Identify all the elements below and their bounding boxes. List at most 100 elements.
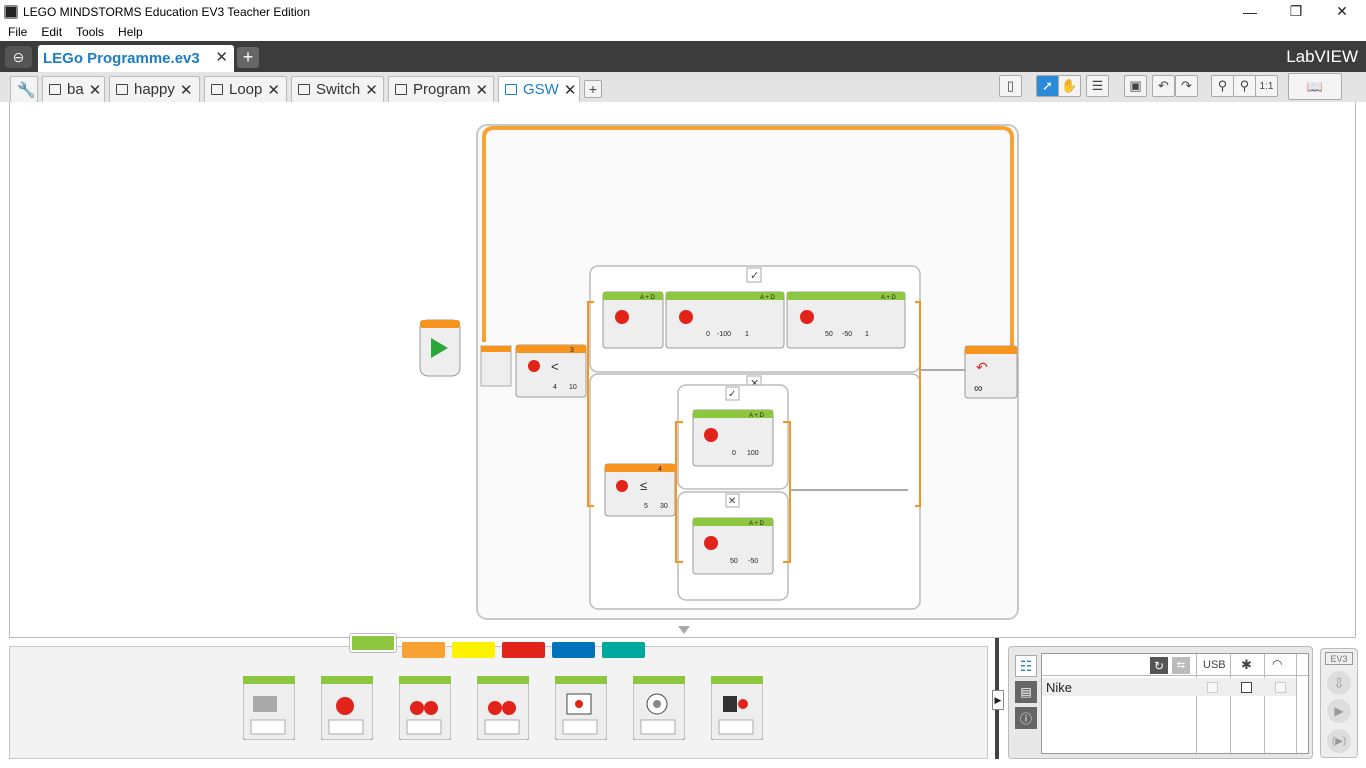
close-tab-icon[interactable]: ✕ (88, 81, 102, 99)
lobby-book-button[interactable]: 📖 (1288, 73, 1342, 100)
wrench-icon: 🔧 (17, 81, 36, 99)
tab-program[interactable]: Program✕ (388, 76, 494, 102)
tab-happy[interactable]: happy✕ (109, 76, 200, 102)
close-tab-icon[interactable]: ✕ (475, 81, 489, 99)
lobby-icon[interactable]: ⊖ (5, 46, 32, 68)
bluetooth-checkbox[interactable] (1241, 682, 1252, 693)
tab-loop[interactable]: Loop✕ (204, 76, 287, 102)
svg-text:1: 1 (745, 331, 749, 338)
labview-logo: LabVIEW (1286, 47, 1358, 66)
save-icon: ▣ (1129, 78, 1142, 93)
programming-canvas[interactable]: 3 < 4 10 ✓ ✕ A + D A + D 0 -100 1 A + D … (9, 102, 1356, 638)
palette-tab-advanced[interactable] (552, 642, 595, 658)
menu-bar: File Edit Tools Help (0, 23, 1366, 41)
program-diagram: 3 < 4 10 ✓ ✕ A + D A + D 0 -100 1 A + D … (419, 124, 1019, 634)
display-block[interactable] (554, 675, 608, 741)
tab-gsw[interactable]: GSW✕ (498, 76, 580, 102)
brick-info-tab-icon[interactable]: ☷ (1015, 655, 1037, 677)
palette-tab-data[interactable] (502, 642, 545, 658)
svg-text:✓: ✓ (750, 270, 759, 282)
save-button[interactable]: ▣ (1124, 75, 1147, 97)
disconnect-icon[interactable]: ⇆ (1172, 657, 1190, 674)
pan-tool-button[interactable]: ✋ (1058, 75, 1081, 97)
restore-button[interactable]: ❐ (1289, 3, 1303, 19)
svg-text:A + D: A + D (640, 295, 656, 301)
zoom-in-button[interactable]: ⚲ (1233, 75, 1256, 97)
close-tab-icon[interactable]: ✕ (365, 81, 378, 99)
port-view-tab-icon[interactable]: ▤ (1015, 681, 1037, 703)
run-selected-button[interactable]: (▶) (1327, 729, 1351, 753)
move-tank-palette-block[interactable] (476, 675, 530, 741)
palette-tab-myblocks[interactable] (602, 642, 645, 658)
close-tab-icon[interactable]: ✕ (179, 81, 193, 99)
large-motor-block[interactable] (320, 675, 374, 741)
project-properties-tab[interactable]: 🔧 (10, 76, 38, 102)
loop-count: ∞ (974, 381, 983, 395)
tab-ba[interactable]: ba✕ (42, 76, 105, 102)
download-and-run-button[interactable]: ▶ (1327, 699, 1351, 723)
program-icon (116, 84, 128, 95)
svg-text:100: 100 (747, 450, 759, 457)
zoom-in-icon: ⚲ (1239, 78, 1250, 93)
close-tab-icon[interactable]: ✕ (267, 81, 280, 99)
available-bricks-tab-icon[interactable]: ⓘ (1015, 707, 1037, 729)
add-project-button[interactable]: + (237, 47, 259, 68)
svg-text:↶: ↶ (976, 359, 988, 375)
brick-status-light-block[interactable] (710, 675, 764, 741)
loop-wire (482, 126, 1014, 350)
wifi-checkbox[interactable] (1275, 682, 1286, 693)
menu-file[interactable]: File (8, 25, 28, 39)
project-bar: ⊖ LEGo Programme.ev3 ✕ + LabVIEW (0, 41, 1366, 72)
tab-switch[interactable]: Switch✕ (291, 76, 384, 102)
program-icon (298, 84, 310, 95)
svg-text:✕: ✕ (750, 378, 759, 390)
palette-collapse-icon (678, 626, 690, 634)
hardware-page: ☷ ▤ ⓘ ↻ ⇆ USB ✱ ◠ Nike (1008, 646, 1313, 759)
palette-tab-sensor[interactable] (452, 642, 495, 658)
menu-tools[interactable]: Tools (76, 25, 105, 39)
play-icon (431, 338, 448, 358)
redo-button[interactable]: ↷ (1175, 75, 1198, 97)
expand-hardware-icon[interactable]: ▶ (992, 690, 1004, 710)
svg-text:50: 50 (825, 331, 833, 338)
undo-button[interactable]: ↶ (1152, 75, 1175, 97)
bluetooth-icon: ✱ (1241, 657, 1252, 672)
select-tool-button[interactable]: ➚ (1036, 75, 1059, 97)
switch1-port: 3 (570, 347, 574, 354)
project-tab[interactable]: LEGo Programme.ev3 ✕ (38, 45, 234, 72)
usb-checkbox[interactable] (1207, 682, 1218, 693)
sound-block[interactable] (632, 675, 686, 741)
close-window-button[interactable]: ✕ (1336, 3, 1348, 19)
switch1-op: < (551, 359, 559, 374)
menu-edit[interactable]: Edit (41, 25, 63, 39)
download-button[interactable]: ⇩ (1327, 671, 1351, 695)
zoom-reset-button[interactable]: 1:1 (1255, 75, 1278, 97)
palette-tab-action[interactable] (350, 634, 396, 652)
comment-button[interactable]: ☰ (1086, 75, 1109, 97)
redo-icon: ↷ (1181, 78, 1192, 93)
svg-text:1: 1 (865, 331, 869, 338)
palette-tab-flow[interactable] (402, 642, 445, 658)
minimize-button[interactable]: — (1243, 3, 1257, 20)
brick-name[interactable]: Nike (1046, 680, 1073, 695)
close-project-icon[interactable]: ✕ (215, 49, 228, 66)
zoom-out-button[interactable]: ⚲ (1211, 75, 1234, 97)
ev3-badge: EV3 (1325, 652, 1353, 665)
download-controls: EV3 ⇩ ▶ (▶) (1320, 648, 1358, 758)
window-title: LEGO MINDSTORMS Education EV3 Teacher Ed… (23, 4, 311, 19)
content-editor-button[interactable]: ▯ (999, 75, 1022, 97)
svg-text:-50: -50 (748, 558, 758, 565)
move-steering-palette-block[interactable] (398, 675, 452, 741)
project-tab-label: LEGo Programme.ev3 (43, 50, 200, 67)
menu-help[interactable]: Help (118, 25, 143, 39)
usb-column-label: USB (1203, 659, 1226, 671)
close-tab-icon[interactable]: ✕ (563, 81, 577, 99)
block-palette (9, 646, 988, 759)
medium-motor-block[interactable] (242, 675, 296, 741)
add-program-button[interactable]: + (584, 80, 602, 98)
svg-text:4: 4 (658, 466, 662, 473)
comment-icon: ☰ (1091, 78, 1104, 93)
svg-text:A + D: A + D (749, 521, 765, 527)
refresh-icon[interactable]: ↻ (1150, 657, 1168, 674)
svg-text:A + D: A + D (881, 295, 897, 301)
